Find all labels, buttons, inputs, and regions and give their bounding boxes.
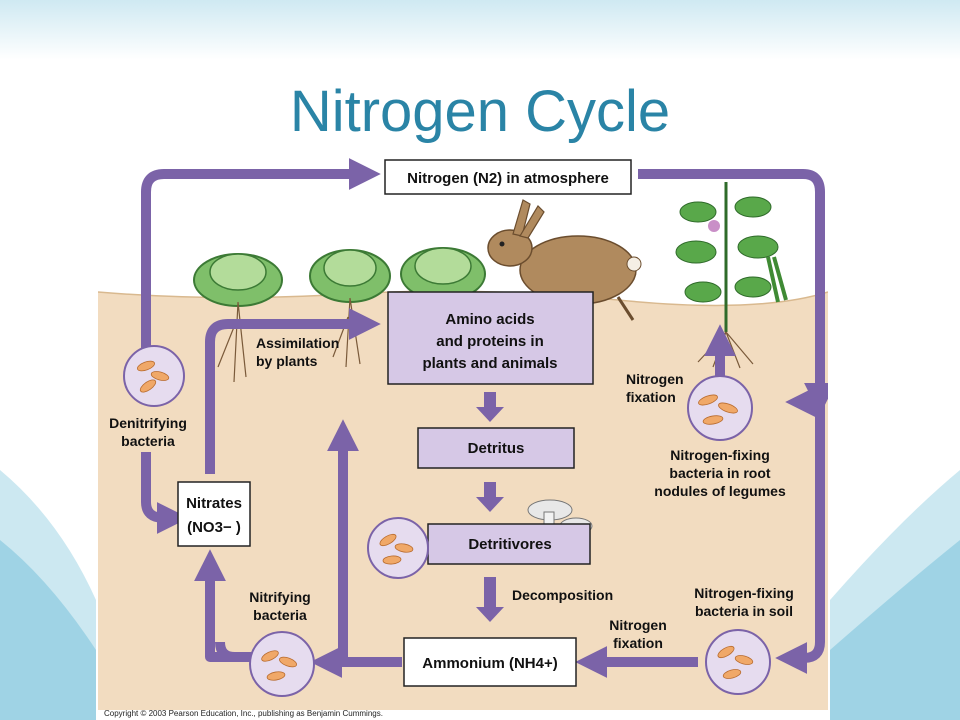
atmosphere-box: Nitrogen (N2) in atmosphere [384,159,632,195]
label-root-bacteria: Nitrogen-fixing [670,447,770,463]
bacteria-circle-root-nodules [687,375,753,441]
svg-text:Amino acids: Amino acids [445,311,534,328]
ammonium-box: Ammonium (NH4+) [403,637,577,687]
bacteria-circle-detritivores [367,517,429,579]
label-decomposition: Decomposition [512,587,613,603]
cabbage-icon [193,253,283,383]
detritus-box: Detritus [417,427,575,469]
svg-text:and proteins in: and proteins in [436,333,544,350]
detritivores-box: Detritivores [427,523,591,565]
label-assimilation: Assimilation [256,335,339,351]
label-nitrifying-2: bacteria [253,607,307,623]
label-denitrifying: Denitrifying [109,415,187,431]
label-root-bacteria-2: bacteria in root [669,465,770,481]
rabbit-icon [487,199,642,321]
label-nitrifying: Nitrifying [249,589,310,605]
label-nitrogen-fixation-top: Nitrogen [626,371,684,387]
label-assimilation-2: by plants [256,353,318,369]
nitrates-box: Nitrates (NO3− ) [177,481,251,547]
soil [98,291,828,710]
bacteria-circle-denitrifying [123,345,185,407]
label-nitrogen-fixation-top-2: fixation [626,389,676,405]
svg-text:Nitrates: Nitrates [186,495,242,512]
svg-text:Detritivores: Detritivores [468,536,551,553]
slide-title: Nitrogen Cycle [289,79,671,144]
label-nitrogen-fixation-bottom: Nitrogen [609,617,667,633]
label-soil-bacteria: Nitrogen-fixing [694,585,794,601]
down-arrows [476,392,504,622]
nitrogen-cycle-diagram: Nitrogen (N2) in atmosphere Amino acids … [98,152,828,710]
label-denitrifying-2: bacteria [121,433,175,449]
bacteria-circle-nitrifying [249,631,315,697]
amino-acids-box: Amino acids and proteins in plants and a… [387,291,594,385]
label-soil-bacteria-2: bacteria in soil [695,603,793,619]
cabbage-icon [309,249,391,368]
svg-text:plants and animals: plants and animals [422,355,557,372]
copyright-notice: Copyright © 2003 Pearson Education, Inc.… [104,709,383,718]
cycle-arrows [141,157,828,679]
label-root-bacteria-3: nodules of legumes [654,483,786,499]
label-nitrogen-fixation-bottom-2: fixation [613,635,663,651]
svg-text:(NO3− ): (NO3− ) [187,519,241,536]
cabbage-icon [400,247,486,301]
legume-plant-icon [675,182,788,369]
svg-text:Ammonium (NH4+): Ammonium (NH4+) [422,655,557,672]
svg-text:Nitrogen (N2) in atmosphere: Nitrogen (N2) in atmosphere [407,170,609,187]
bacteria-circle-soil [705,629,771,695]
svg-text:Detritus: Detritus [468,440,525,457]
